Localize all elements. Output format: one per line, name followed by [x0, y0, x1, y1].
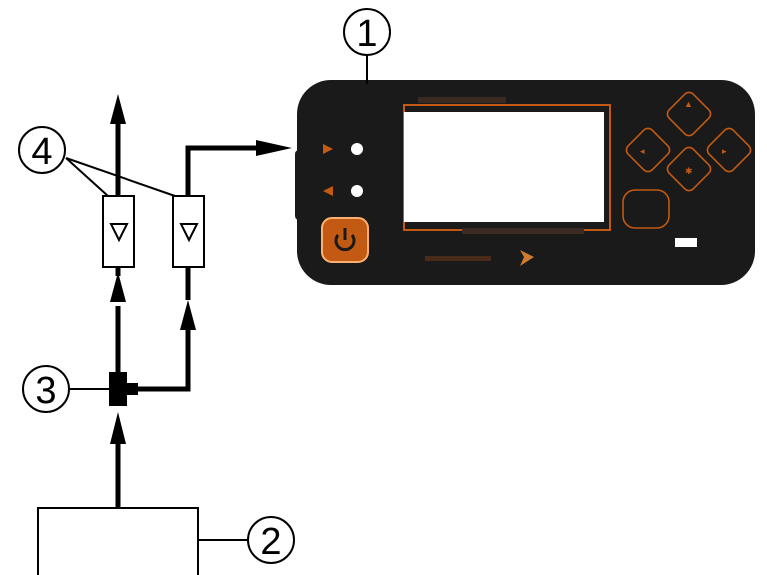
- key-left[interactable]: [624, 126, 672, 174]
- triangle-down-icon: [179, 223, 199, 243]
- brand-logo-icon: [520, 250, 534, 266]
- arrow-into-tee-icon: [110, 412, 126, 444]
- leader-lines: [65, 55, 368, 541]
- power-button[interactable]: [321, 217, 369, 263]
- triangle-down-icon: [109, 223, 129, 243]
- flow-arrows: [110, 94, 292, 444]
- callout-3: 3: [22, 365, 70, 413]
- led-in-arrow-icon: [323, 186, 333, 196]
- flowmeter-right: [172, 195, 205, 300]
- gas-source-box: [37, 507, 199, 575]
- callout-1: 1: [343, 8, 391, 56]
- leader-4a: [65, 157, 109, 197]
- led-top: [351, 143, 363, 155]
- device-left-edge: [295, 150, 305, 220]
- device-brand-text: [425, 256, 491, 261]
- arrow-into-left-meter-icon: [110, 272, 126, 302]
- callout-4-label: 4: [31, 131, 52, 173]
- key-center[interactable]: [665, 145, 713, 193]
- key-up[interactable]: [665, 90, 713, 138]
- device-bottom-label: [462, 228, 584, 234]
- arrow-right-icon: ▸: [722, 146, 727, 156]
- tee-joint: [109, 372, 138, 406]
- soft-key[interactable]: [622, 189, 670, 229]
- piping: [115, 120, 258, 508]
- arrow-up-icon: ▲: [684, 99, 693, 109]
- power-icon: [334, 228, 356, 252]
- led-bottom: [351, 185, 363, 197]
- callout-3-label: 3: [35, 370, 56, 412]
- asterisk-icon: ✱: [685, 166, 693, 176]
- device-screen: [404, 112, 604, 222]
- analyzer-device: ▲ ◂ ▸ ✱: [295, 80, 755, 285]
- callout-2: 2: [247, 516, 295, 564]
- callout-2-label: 2: [260, 521, 281, 563]
- flowmeter-left: [102, 195, 135, 276]
- pipe-tee-branch: [130, 330, 191, 392]
- arrow-left-icon: ◂: [640, 146, 645, 156]
- arrow-to-device-icon: [256, 140, 292, 156]
- led-out-arrow-icon: [323, 144, 333, 154]
- pipe-right-meter-to-device: [185, 145, 258, 196]
- callout-4: 4: [18, 126, 66, 174]
- leader-4b: [65, 157, 176, 197]
- arrow-exhaust-icon: [110, 94, 126, 124]
- callout-1-label: 1: [356, 13, 377, 55]
- status-indicator: [675, 238, 697, 247]
- key-right[interactable]: [705, 126, 753, 174]
- device-top-label: [418, 97, 506, 103]
- keypad: [624, 90, 753, 193]
- arrow-into-right-meter-icon: [180, 300, 196, 330]
